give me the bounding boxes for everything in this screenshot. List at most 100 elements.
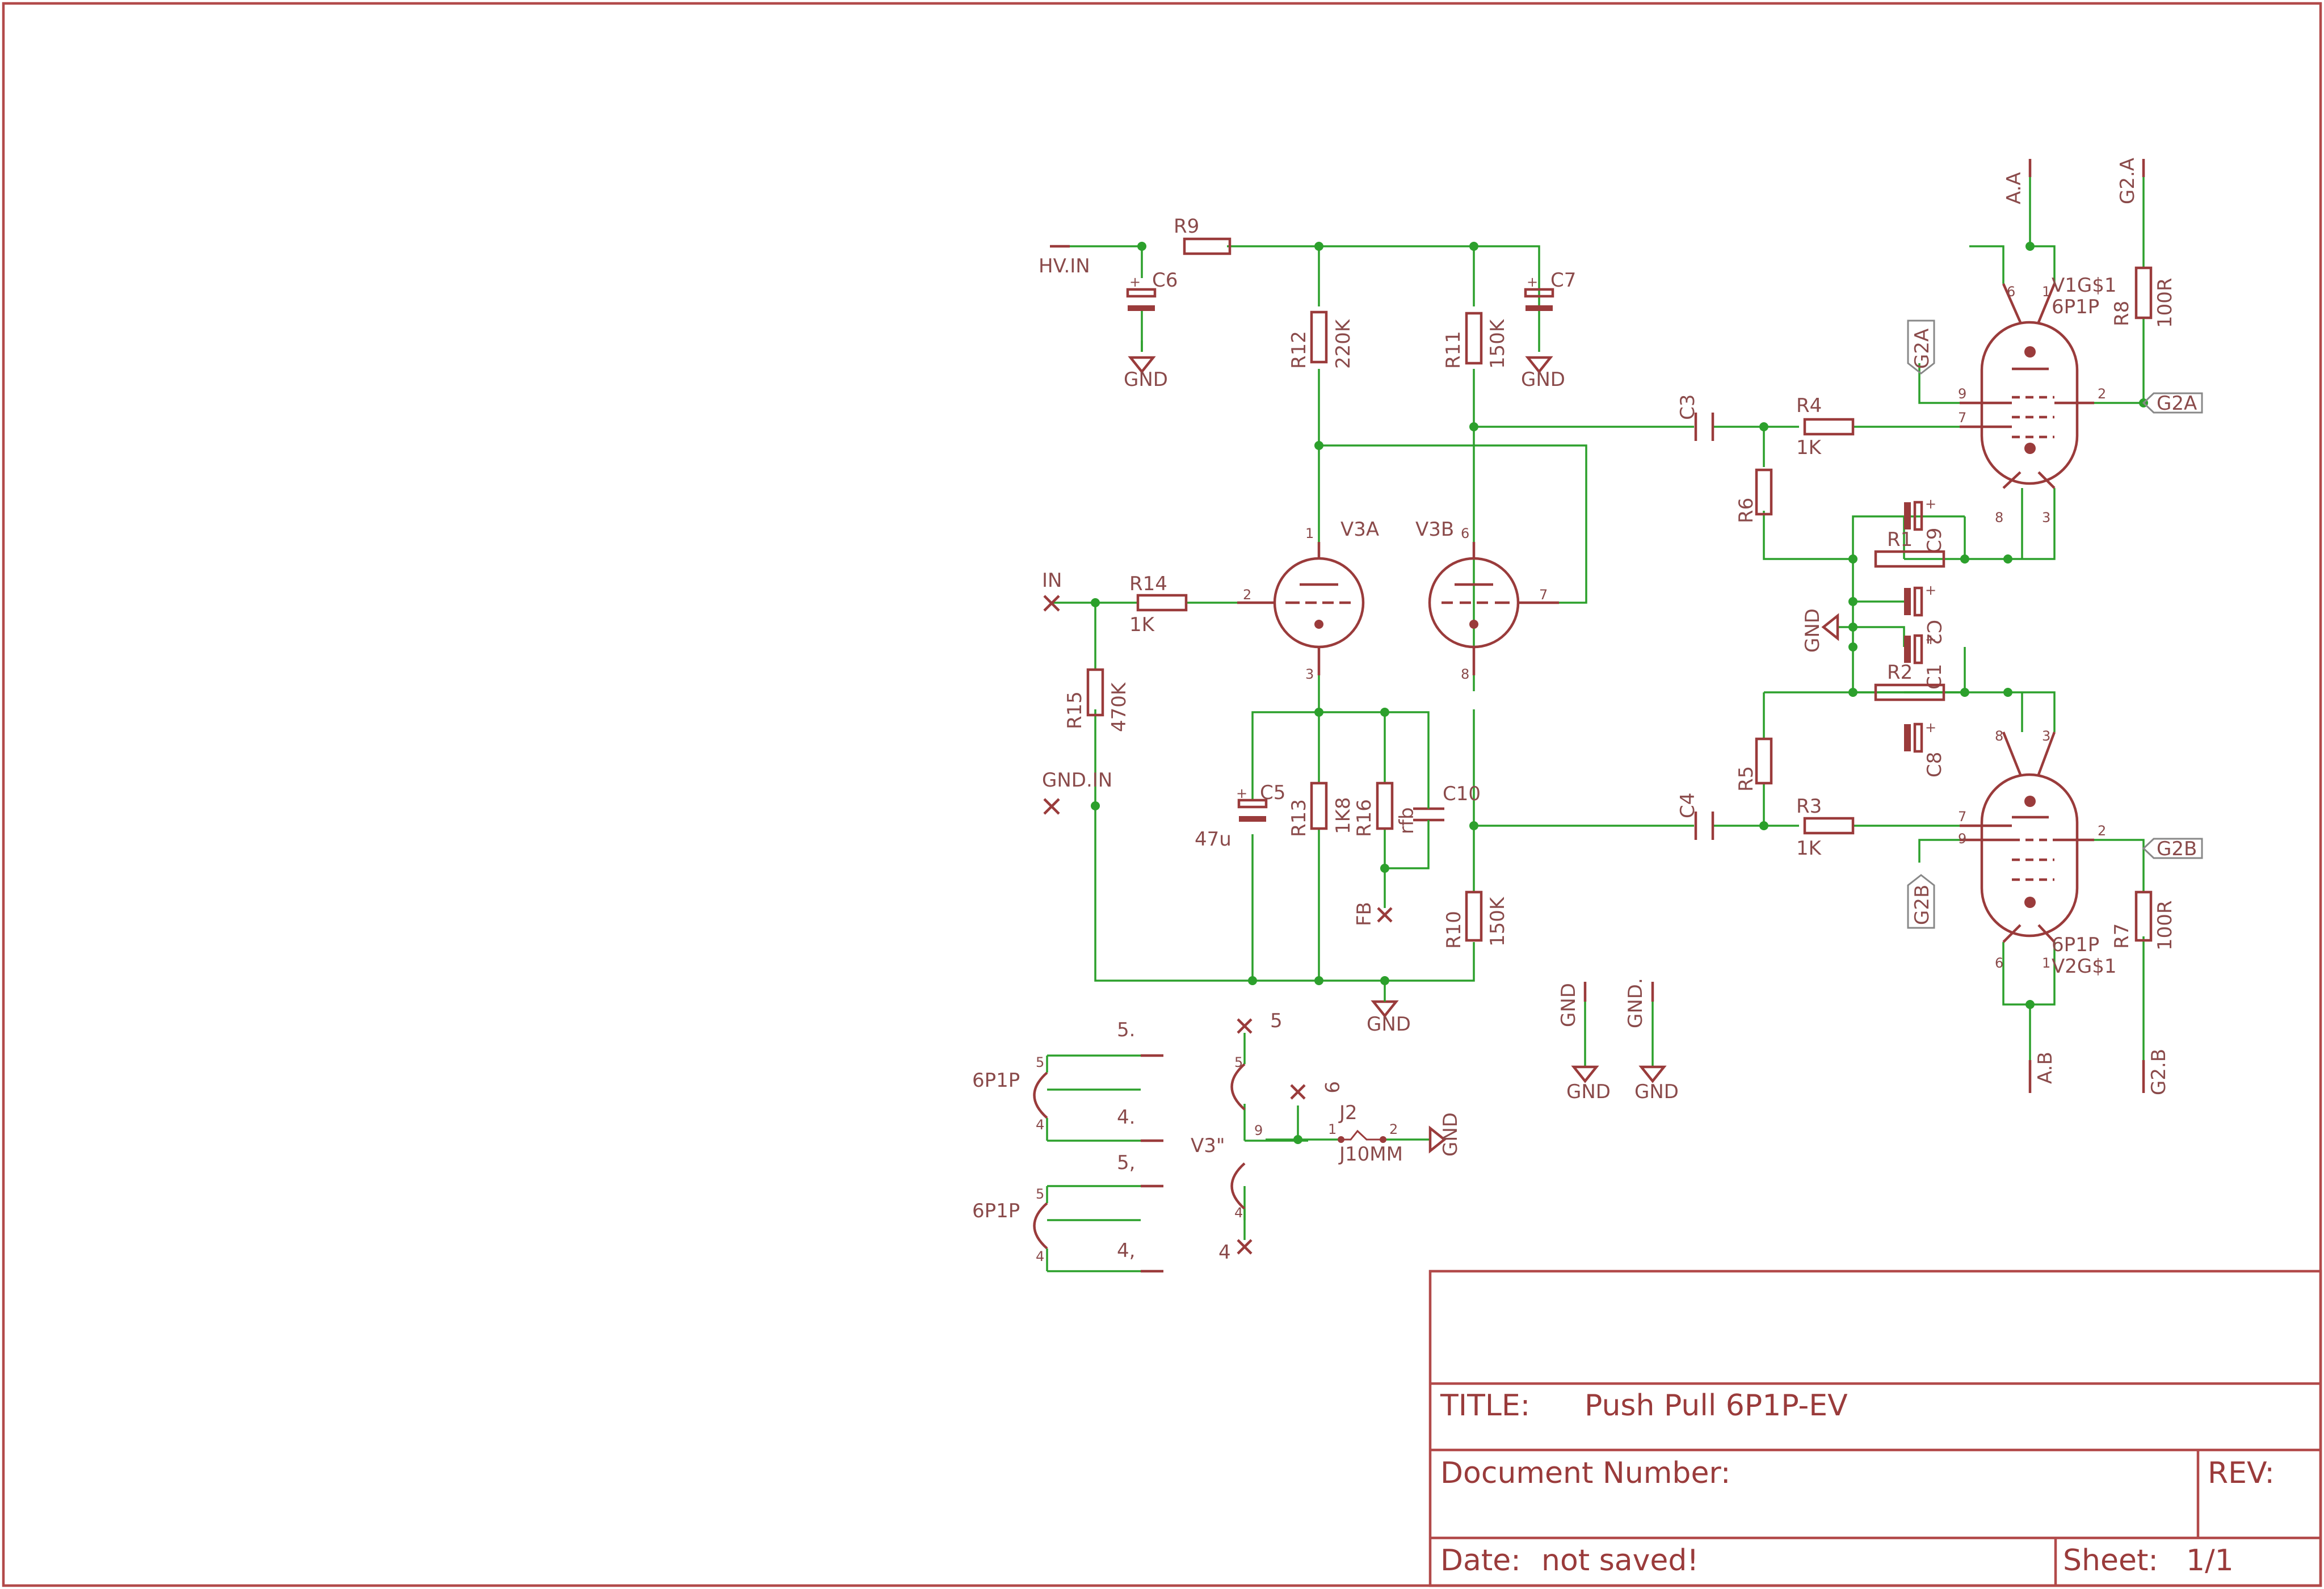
svg-text:4.: 4.: [1117, 1106, 1135, 1129]
net-flag-g2b-right: G2B: [2142, 838, 2203, 860]
pin-gnd-dot: GND. GND: [1624, 978, 1679, 1103]
svg-text:6P1P: 6P1P: [972, 1200, 1020, 1222]
svg-text:4: 4: [1036, 1248, 1044, 1264]
rev-label: REV:: [2208, 1456, 2275, 1490]
svg-text:R3: R3: [1796, 795, 1822, 818]
sheet-label: Sheet:: [2063, 1544, 2158, 1578]
svg-text:R8: R8: [2111, 301, 2133, 326]
resistor-r5: R5: [1735, 737, 1773, 792]
svg-text:4: 4: [1218, 1241, 1231, 1264]
document-number-label: Document Number:: [1440, 1456, 1730, 1490]
gnd-symbol-cathode: GND: [1801, 608, 1839, 653]
svg-text:G2B: G2B: [2157, 838, 2197, 860]
resistor-r13: R13 1K8: [1288, 781, 1355, 837]
resistor-r14: R14 1K: [1129, 573, 1188, 636]
svg-text:G2.B: G2.B: [2148, 1049, 2170, 1095]
svg-text:1K: 1K: [1129, 613, 1155, 636]
capacitor-c7: + C7 GND: [1521, 269, 1576, 391]
pin-g2-b: G2.B: [2142, 1049, 2170, 1095]
svg-text:FB: FB: [1353, 902, 1376, 926]
svg-text:G2.A: G2.A: [2116, 158, 2139, 204]
svg-text:3: 3: [2042, 510, 2050, 526]
svg-text:8: 8: [1461, 666, 1469, 682]
svg-text:R11: R11: [1442, 331, 1465, 369]
sheet-value: 1/1: [2186, 1544, 2234, 1578]
resistor-r10: R10 150K: [1443, 890, 1509, 949]
svg-text:C8: C8: [1923, 752, 1946, 777]
svg-text:R15: R15: [1064, 691, 1086, 729]
svg-text:150K: 150K: [1486, 318, 1509, 369]
svg-text:6P1P: 6P1P: [2052, 934, 2099, 956]
gnd-symbol: [1525, 356, 1553, 374]
svg-text:C3: C3: [1676, 394, 1699, 420]
pentode-v1: 6 1 9 7 2 8 3 V1G$1 6P1P: [1958, 274, 2117, 526]
svg-text:IN: IN: [1042, 569, 1062, 592]
svg-text:6: 6: [2007, 284, 2015, 300]
svg-text:R13: R13: [1288, 799, 1310, 837]
svg-text:1K8: 1K8: [1332, 797, 1355, 834]
svg-text:A.B: A.B: [2034, 1052, 2057, 1084]
resistor-r16: R16 rfb: [1353, 781, 1418, 837]
svg-text:GND: GND: [1801, 608, 1824, 653]
pin-a-b: A.B: [2028, 1052, 2057, 1093]
svg-text:47u: 47u: [1195, 828, 1232, 851]
svg-text:A.A: A.A: [2003, 172, 2025, 204]
pin-9-marker: 9: [1290, 1081, 1343, 1100]
svg-text:+: +: [1925, 632, 1936, 648]
heater-v3: 5 4 9 5 4 V3": [1191, 1010, 1283, 1264]
net-flag-g2a-left: G2A: [1907, 320, 1935, 375]
svg-text:1: 1: [2042, 955, 2050, 971]
svg-text:5: 5: [1036, 1186, 1044, 1202]
title-block: TITLE: Push Pull 6P1P-EV Document Number…: [1428, 1269, 2322, 1587]
svg-text:R4: R4: [1796, 394, 1822, 417]
svg-text:5: 5: [1234, 1054, 1243, 1070]
svg-text:1K: 1K: [1796, 837, 1822, 860]
capacitor-c9: + C9: [1904, 496, 1946, 553]
svg-text:J2: J2: [1338, 1102, 1358, 1124]
svg-text:R12: R12: [1288, 331, 1310, 369]
date-value: not saved!: [1541, 1544, 1699, 1578]
capacitor-c8: + C8: [1904, 720, 1946, 777]
svg-text:1: 1: [1328, 1121, 1337, 1137]
svg-text:1: 1: [1305, 526, 1314, 541]
svg-text:8: 8: [1995, 510, 2003, 526]
svg-text:470K: 470K: [1108, 682, 1131, 732]
resistor-r8: R8 100R: [2111, 266, 2176, 328]
resistor-r11: R11 150K: [1442, 312, 1509, 369]
capacitor-c3: C3: [1676, 394, 1714, 441]
svg-text:C10: C10: [1443, 783, 1481, 805]
resistor-r1: R1: [1874, 528, 1945, 568]
wires: [1047, 174, 2145, 1272]
svg-text:7: 7: [1958, 809, 1966, 825]
svg-text:GND.: GND.: [1624, 978, 1647, 1028]
svg-text:C2: C2: [1922, 620, 1945, 645]
triode-v3a: 1 2 3 V3A: [1237, 518, 1379, 682]
resistor-r4: R4 1K: [1796, 394, 1855, 459]
svg-text:9: 9: [1320, 1081, 1343, 1094]
svg-text:8: 8: [1995, 728, 2003, 744]
capacitor-c6: + C6 GND: [1124, 269, 1178, 391]
svg-text:6P1P: 6P1P: [2052, 296, 2099, 318]
svg-text:9: 9: [1958, 831, 1966, 847]
svg-text:2: 2: [1389, 1121, 1398, 1137]
svg-text:7: 7: [1958, 410, 1966, 426]
svg-text:GND: GND: [1521, 368, 1565, 391]
svg-text:GND: GND: [1557, 983, 1580, 1027]
net-flag-g2a-right: G2A: [2142, 392, 2203, 415]
svg-text:3: 3: [2042, 728, 2050, 744]
pin-g2-a: G2.A: [2116, 158, 2145, 204]
svg-text:C7: C7: [1550, 269, 1576, 292]
svg-text:R9: R9: [1174, 215, 1199, 238]
resistor-r7: R7 100R: [2111, 890, 2176, 951]
svg-text:+: +: [1925, 720, 1936, 735]
svg-text:V3": V3": [1191, 1134, 1225, 1157]
svg-text:R16: R16: [1353, 799, 1376, 837]
svg-text:+: +: [1236, 785, 1247, 801]
svg-text:V3B: V3B: [1415, 518, 1454, 541]
svg-text:+: +: [1129, 274, 1141, 290]
svg-text:220K: 220K: [1332, 318, 1355, 369]
svg-text:GND: GND: [1566, 1081, 1611, 1103]
jumper-j2: 1 2 J2 J10MM GND: [1328, 1102, 1462, 1166]
svg-text:G2B: G2B: [1911, 885, 1934, 925]
